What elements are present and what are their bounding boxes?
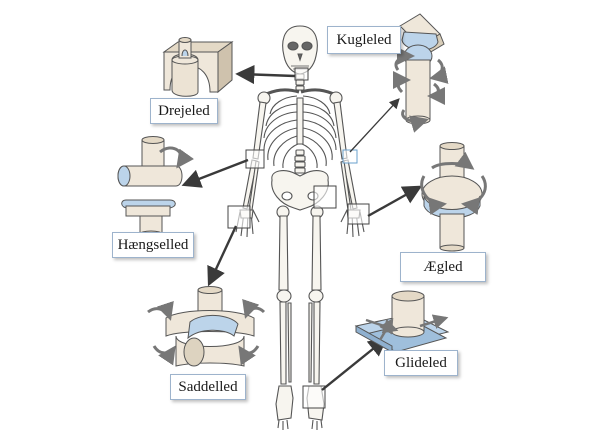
- ball-joint-illustration: [392, 13, 449, 133]
- label-saddelled: Saddelled: [170, 374, 246, 400]
- callout-box-foot: [302, 385, 326, 409]
- right-arm: [329, 91, 358, 211]
- arrow-to-saddelled: [207, 225, 238, 287]
- arrow-to-glideled: [321, 336, 388, 391]
- callout-box-hand-left: [227, 205, 251, 229]
- arrow-to-haengselled: [181, 158, 249, 188]
- saddle-joint-illustration: [147, 286, 266, 367]
- arrow-to-kugleled: [349, 98, 400, 153]
- callout-box-wrist-right: [347, 203, 370, 225]
- callout-box-hip: [313, 185, 337, 209]
- callout-box-elbow: [245, 149, 265, 169]
- rib-cage: [263, 95, 337, 169]
- connector-arrows: [181, 64, 423, 391]
- hinge-joint-illustration: [117, 136, 195, 238]
- label-glideled: Glideled: [384, 350, 458, 376]
- spine: [294, 149, 306, 174]
- right-leg: [308, 205, 324, 385]
- callout-box-neck: [294, 67, 309, 81]
- left-foot: [275, 385, 294, 430]
- left-leg: [276, 205, 292, 385]
- callout-box-shoulder: [342, 149, 358, 164]
- joint-callout-boxes: [227, 67, 370, 409]
- skull: [282, 25, 318, 75]
- arrow-to-drejeled: [235, 64, 296, 85]
- skeleton-figure: [235, 25, 365, 430]
- label-haengselled: Hængselled: [112, 232, 194, 258]
- pivot-joint-illustration: [162, 37, 234, 97]
- left-arm: [242, 91, 271, 211]
- label-aegled: Ægled: [400, 252, 486, 282]
- arrow-to-aegled: [367, 185, 423, 218]
- condyloid-joint-illustration: [420, 142, 487, 252]
- plane-joint-illustration: [354, 290, 450, 353]
- label-drejeled: Drejeled: [150, 98, 218, 124]
- label-kugleled: Kugleled: [327, 26, 401, 54]
